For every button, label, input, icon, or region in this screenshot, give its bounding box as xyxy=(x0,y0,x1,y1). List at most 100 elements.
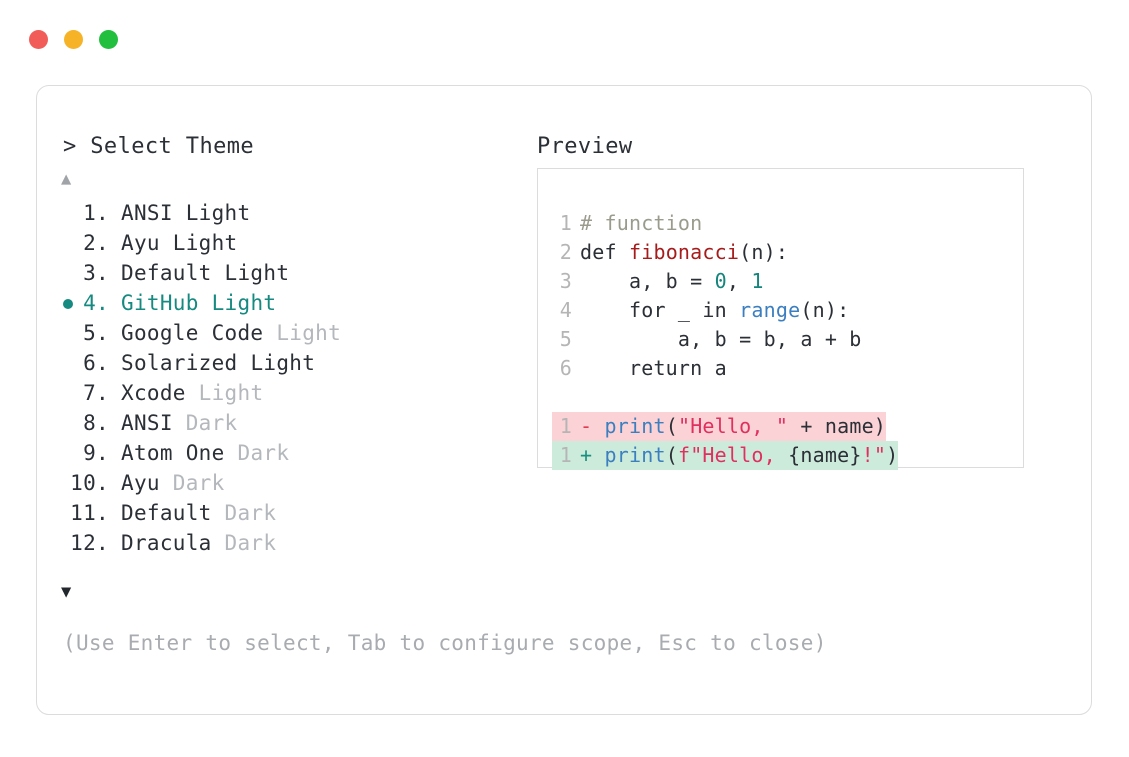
preview-title: Preview xyxy=(537,134,633,159)
code-token-plain: a, b = xyxy=(580,269,715,293)
theme-item-variant: Light xyxy=(250,351,316,375)
theme-item-name: Dracula xyxy=(121,531,225,555)
theme-item-index: 2. xyxy=(70,231,109,255)
theme-item-variant: Dark xyxy=(224,531,277,555)
theme-list-item[interactable]: 1. ANSI Light xyxy=(37,198,537,228)
diff-line-wrapper: 1- print("Hello, " + name) xyxy=(552,412,898,441)
scroll-up-icon[interactable]: ▲ xyxy=(61,169,72,189)
theme-item-index: 12. xyxy=(70,531,109,555)
minimize-dot[interactable] xyxy=(64,30,83,49)
code-token-str: f"Hello, xyxy=(677,443,789,467)
scroll-down-icon[interactable]: ▼ xyxy=(61,582,72,602)
code-token-plain: return a xyxy=(580,356,727,380)
line-number: 4 xyxy=(559,298,572,322)
theme-list-item[interactable]: 5.Google Code Light xyxy=(37,318,537,348)
theme-item-index: 1. xyxy=(70,201,109,225)
code-token-kw: def xyxy=(580,240,629,264)
theme-item-index: 9. xyxy=(70,441,109,465)
theme-list-item[interactable]: 9. Atom One Dark xyxy=(37,438,537,468)
code-token-plain: ( xyxy=(665,443,678,467)
diff-sign-add: + xyxy=(580,443,605,467)
theme-item-index: 3. xyxy=(70,261,109,285)
code-token-call: print xyxy=(604,443,666,467)
theme-item-index: 6. xyxy=(70,351,109,375)
line-number: 1 xyxy=(559,414,572,438)
theme-item-name: ANSI xyxy=(121,201,186,225)
code-token-str: "Hello, " xyxy=(677,414,789,438)
theme-list-item[interactable]: 11.Default Dark xyxy=(37,498,537,528)
theme-item-index: 10. xyxy=(70,471,109,495)
theme-item-name: Google Code xyxy=(121,321,277,345)
theme-item-variant: Dark xyxy=(237,441,290,465)
code-token-plain: ( xyxy=(665,414,678,438)
code-token-plain: (n): xyxy=(739,240,789,264)
theme-item-variant: Light xyxy=(185,201,251,225)
line-number: 1 xyxy=(559,443,572,467)
theme-item-name: GitHub xyxy=(121,291,212,315)
code-token-num: 1 xyxy=(751,269,764,293)
diff-line-del: 1- print("Hello, " + name) xyxy=(552,412,887,441)
code-token-num: 0 xyxy=(714,269,727,293)
code-token-plain: for _ in xyxy=(580,298,740,322)
theme-item-index: 8. xyxy=(70,411,109,435)
theme-item-variant: Light xyxy=(224,261,290,285)
theme-list-item[interactable]: 2. Ayu Light xyxy=(37,228,537,258)
code-token-plain: {name} xyxy=(788,443,862,467)
page-title: > Select Theme xyxy=(63,134,255,159)
theme-item-name: Default xyxy=(121,501,225,525)
code-token-plain: + name) xyxy=(788,414,887,438)
theme-list-item[interactable]: 7.Xcode Light xyxy=(37,378,537,408)
theme-list-item[interactable]: 3. Default Light xyxy=(37,258,537,288)
theme-item-name: Default xyxy=(121,261,225,285)
theme-item-index: 4. xyxy=(70,291,109,315)
code-line: 3 a, b = 0, 1 xyxy=(552,267,898,296)
theme-list-item[interactable]: 12. Dracula Dark xyxy=(37,528,537,558)
diff-line-add: 1 + print(f"Hello, {name}!") xyxy=(552,441,899,470)
selected-bullet-icon xyxy=(63,299,73,309)
theme-item-variant: Light xyxy=(211,291,277,315)
window-titlebar xyxy=(29,30,118,49)
line-number: 3 xyxy=(559,269,572,293)
theme-list-item[interactable]: 4. GitHub Light xyxy=(37,288,537,318)
code-token-comment: # function xyxy=(580,211,703,235)
maximize-dot[interactable] xyxy=(99,30,118,49)
code-line: 1 # function xyxy=(552,209,898,238)
line-number: 2 xyxy=(559,240,572,264)
theme-item-name: Ayu xyxy=(121,471,173,495)
theme-item-index: 7. xyxy=(70,381,109,405)
code-blank-line xyxy=(552,383,898,412)
theme-item-variant: Dark xyxy=(185,411,238,435)
code-token-fn: fibonacci xyxy=(628,240,740,264)
theme-item-variant: Light xyxy=(172,231,238,255)
theme-item-name: Atom One xyxy=(121,441,238,465)
theme-item-name: Solarized xyxy=(121,351,251,375)
diff-line-wrapper: 1 + print(f"Hello, {name}!") xyxy=(552,441,899,470)
theme-item-variant: Light xyxy=(198,381,264,405)
code-line: 2 def fibonacci(n): xyxy=(552,238,898,267)
theme-selector-panel: > Select Theme Preview ▲ 1. ANSI Light 2.… xyxy=(36,85,1092,715)
theme-item-name: ANSI xyxy=(121,411,186,435)
theme-list-item[interactable]: 8. ANSI Dark xyxy=(37,408,537,438)
theme-item-name: Ayu xyxy=(121,231,173,255)
line-number: 1 xyxy=(559,211,572,235)
code-token-str: !" xyxy=(861,443,887,467)
close-dot[interactable] xyxy=(29,30,48,49)
code-token-call: print xyxy=(604,414,666,438)
theme-item-variant: Dark xyxy=(172,471,225,495)
code-token-plain: , xyxy=(726,269,752,293)
theme-item-variant: Dark xyxy=(224,501,277,525)
diff-sign-del: - xyxy=(580,414,605,438)
code-token-plain: (n): xyxy=(800,298,850,322)
code-line: 5 a, b = b, a + b xyxy=(552,325,898,354)
theme-list-column: ▲ 1. ANSI Light 2. Ayu Light 3. Default Lig… xyxy=(37,86,537,714)
code-token-plain: a, b = b, a + b xyxy=(580,327,862,351)
code-token-plain: ) xyxy=(886,443,899,467)
keyboard-hint: (Use Enter to select, Tab to configure s… xyxy=(63,631,827,655)
theme-list-item[interactable]: 10. Ayu Dark xyxy=(37,468,537,498)
theme-list-item[interactable]: 6. Solarized Light xyxy=(37,348,537,378)
code-token-builtin: range xyxy=(739,298,801,322)
line-number: 6 xyxy=(559,356,572,380)
theme-list: 1. ANSI Light 2. Ayu Light 3. Default Light… xyxy=(37,198,537,558)
